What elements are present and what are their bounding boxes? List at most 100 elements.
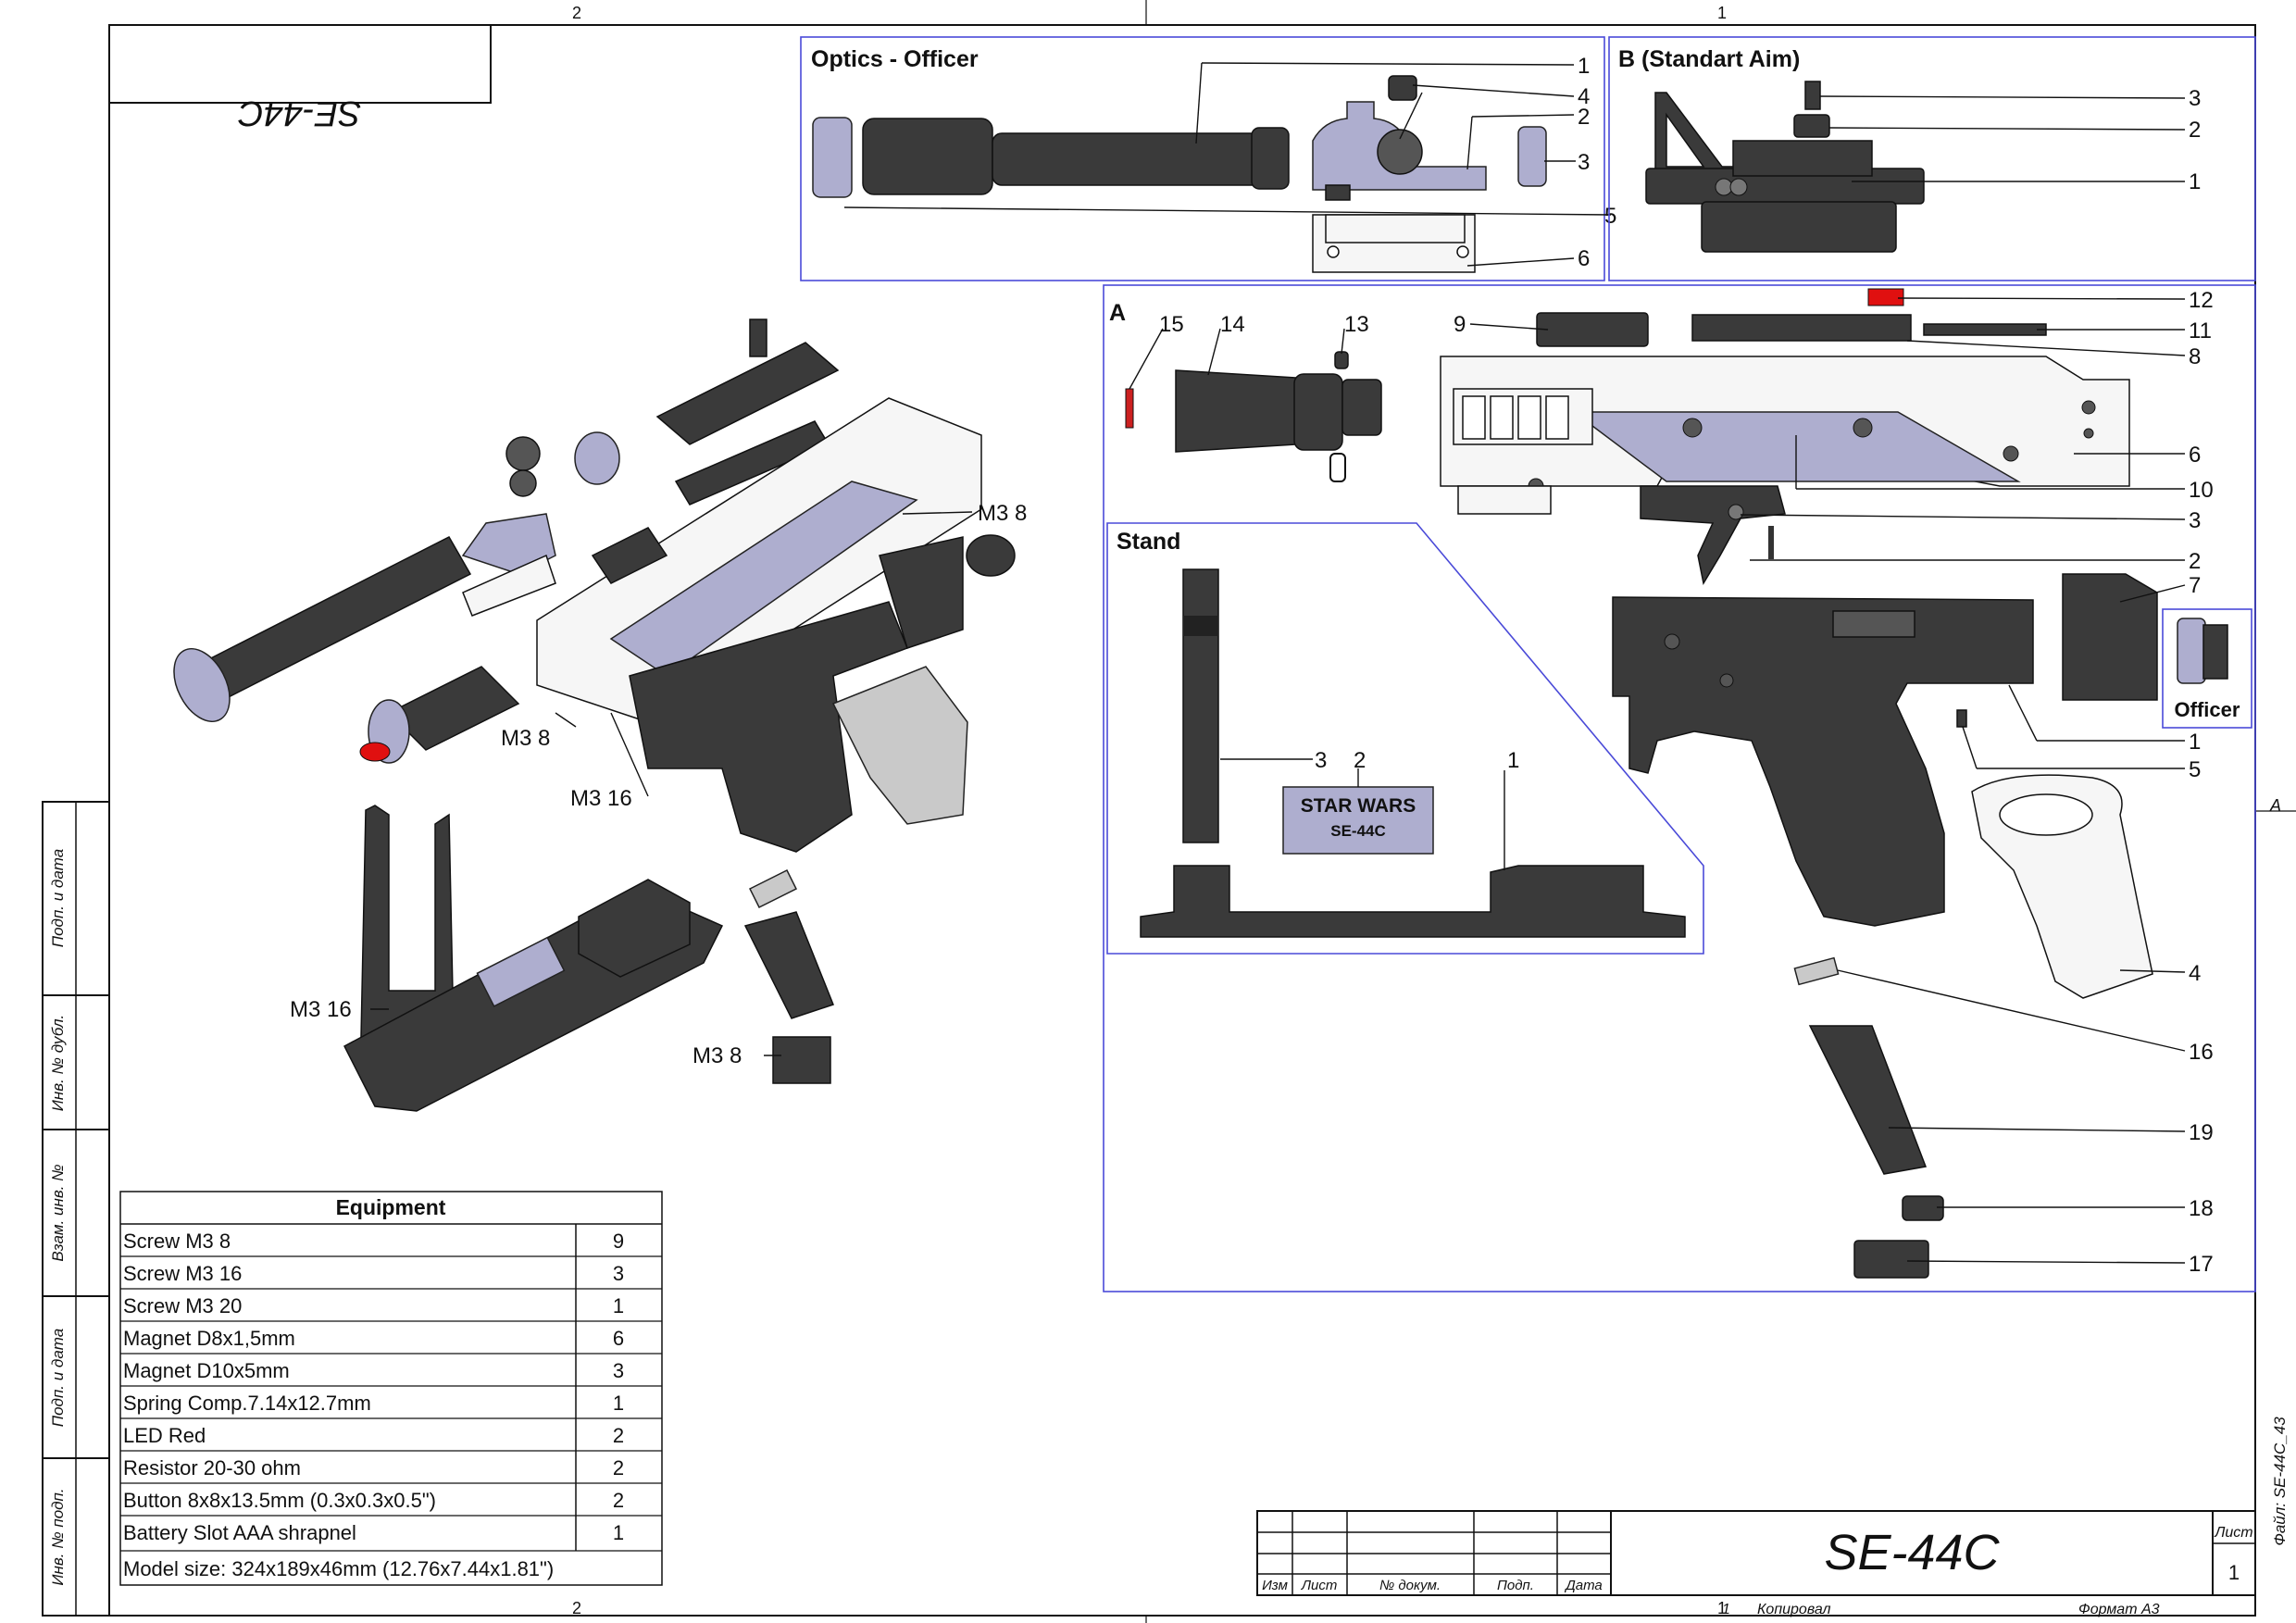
equip-qty-4: 3 [613,1359,624,1382]
hdr-list: Лист [1301,1578,1338,1593]
equip-qty-8: 2 [613,1489,624,1512]
detail-cover-plate [1691,314,1912,342]
a-callout-19: 19 [2189,1120,2214,1145]
optics-callout-1: 1 [1578,54,1590,79]
detail-clip [1329,453,1346,482]
a-callout-12: 12 [2189,288,2214,313]
exploded-grip [629,601,908,853]
exploded-led [359,742,391,762]
zone-bottom-right: 1 [1717,1599,1727,1617]
equip-qty-5: 1 [613,1392,624,1415]
detail-rail-teeth [1457,485,1552,515]
optics-base-top [1325,214,1466,243]
a-callout-2: 2 [2189,549,2201,574]
stamp-4: Подп. и дата [49,1329,67,1427]
detail-small-part [1956,709,1967,728]
exploded-top-rail [591,527,668,584]
equip-name-3: Magnet D8x1,5mm [123,1327,295,1350]
a-callout-17: 17 [2189,1252,2214,1277]
equip-qty-9: 1 [613,1521,624,1544]
exploded-stand-block [578,879,691,978]
exploded-screw-5: M3 8 [693,1043,742,1068]
a-callout-9: 9 [1454,312,1466,337]
detail-led [1125,388,1134,429]
officer-title: Officer [2175,698,2240,721]
a-callout-1: 1 [2189,730,2201,755]
format-label: Формат А3 [2078,1602,2160,1617]
detail-nut [1334,351,1349,369]
hdr-dokum: № докум. [1379,1578,1441,1593]
aim-callout-3: 3 [2189,86,2201,111]
optics-objective [1251,127,1290,190]
zone-bottom-left: 2 [572,1599,581,1617]
mirror-title: SE-44C [238,94,362,132]
detail-grip-vents [1832,610,1915,638]
exploded-scope-base [462,554,556,617]
exploded-screw-3: M3 16 [570,786,632,811]
copied-num: 1 [1722,1602,1730,1617]
aim-base [1701,201,1897,253]
equip-name-7: Resistor 20-30 ohm [123,1456,301,1479]
exploded-grip-shell [831,666,968,825]
equip-qty-6: 2 [613,1424,624,1447]
hdr-data: Дата [1564,1578,1603,1593]
a-callout-4: 4 [2189,961,2201,986]
stand-upright [1182,568,1219,843]
sheet-number: 1 [2228,1561,2240,1584]
detail-magazine [1808,1025,1928,1175]
a-callout-5: 5 [2189,757,2201,782]
exploded-end-block [879,536,964,649]
exploded-screw-1: M3 8 [978,501,1027,526]
a-callout-18: 18 [2189,1196,2214,1221]
optics-adjust-screw [1388,75,1417,101]
detail-end-block [2062,573,2158,701]
detail-clip-18 [1902,1195,1944,1221]
a-callout-3: 3 [2189,508,2201,533]
copied-label: Копировал [1757,1602,1831,1617]
exploded-view: M3 8 M3 8 M3 16 M3 16 M3 8 [173,318,1027,1112]
equip-name-9: Battery Slot AAA shrapnel [123,1521,356,1544]
exploded-receiver-side [609,481,918,677]
optics-callout-6: 6 [1578,246,1590,271]
detail-a-view: A [1103,284,2256,1292]
optics-foot [1325,184,1351,201]
exploded-scope-cap [574,431,620,485]
aim-title: B (Standart Aim) [1618,46,1800,72]
a-callout-16: 16 [2189,1040,2214,1065]
a-callout-15: 15 [1159,312,1184,337]
equip-name-2: Screw M3 20 [123,1294,242,1317]
sheet-label: Лист [2214,1525,2252,1541]
detail-button-red [1867,288,1904,306]
detail-top-rail [1536,312,1649,347]
officer-cap [2177,618,2206,684]
stand-callout-2: 2 [1354,748,1366,773]
exploded-screw-2: M3 8 [501,726,550,751]
aim-screw [1804,81,1821,110]
mirror-title-box: SE-44C [108,24,492,132]
exploded-screw-4: M3 16 [290,997,352,1022]
optics-title: Optics - Officer [811,46,979,72]
equip-qty-2: 1 [613,1294,624,1317]
exploded-scope-eyecup [173,648,231,722]
equip-name-5: Spring Comp.7.14x12.7mm [123,1392,371,1415]
exploded-scope-mount [461,513,556,575]
exploded-scope-tube [193,536,472,705]
equip-name-6: LED Red [123,1424,206,1447]
aim-wheel [1793,114,1830,138]
optics-front-cap [1517,126,1547,187]
exploded-stand-plate [476,936,566,1007]
side-stamp-column: Подп. и дата Инв. № дубл. Взам. инв. № П… [42,801,110,1617]
stand-callout-1: 1 [1507,748,1519,773]
exploded-knob [505,436,541,471]
detail-coupler [1341,379,1382,436]
title-block: Изм Лист № докум. Подп. Дата SE-44C Лист… [1256,1510,2256,1617]
zone-top-left: 2 [572,4,581,22]
zone-side: A [2269,796,2281,815]
a-callout-7: 7 [2189,573,2201,598]
equip-name-0: Screw M3 8 [123,1230,231,1253]
stand-callout-3: 3 [1315,748,1327,773]
optics-knob [1377,129,1423,175]
exploded-magazine [743,911,834,1019]
stand-plate-line1: STAR WARS [1301,795,1416,817]
detail-trigger [1640,485,1786,586]
